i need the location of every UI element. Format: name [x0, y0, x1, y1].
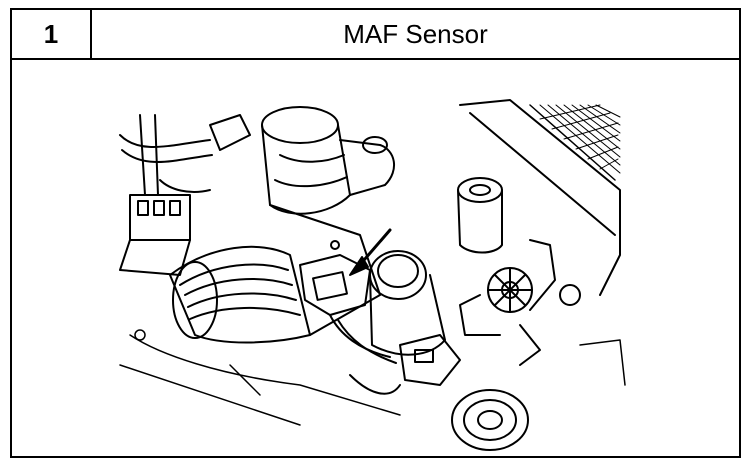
- bracket: [349, 334, 461, 395]
- step-number: 1: [12, 10, 92, 58]
- fender-panel: [459, 99, 621, 296]
- engine-bay-illustration: [119, 99, 626, 451]
- pulley-assembly: [459, 239, 581, 366]
- card-header: 1 MAF Sensor: [12, 10, 739, 60]
- canister: [457, 177, 503, 254]
- lower-pulley: [451, 389, 529, 451]
- accordion-boot: [169, 204, 381, 344]
- engine-misc-lines: [119, 329, 626, 426]
- procedure-card: 1 MAF Sensor: [10, 8, 741, 458]
- reservoir-cap: [369, 250, 446, 356]
- maf-sensor: [299, 240, 397, 364]
- hose-group-left: [119, 114, 251, 196]
- air-intake-duct: [261, 106, 395, 215]
- step-title: MAF Sensor: [343, 18, 488, 49]
- connector-block: [119, 194, 191, 276]
- pointer-arrow: [349, 228, 392, 276]
